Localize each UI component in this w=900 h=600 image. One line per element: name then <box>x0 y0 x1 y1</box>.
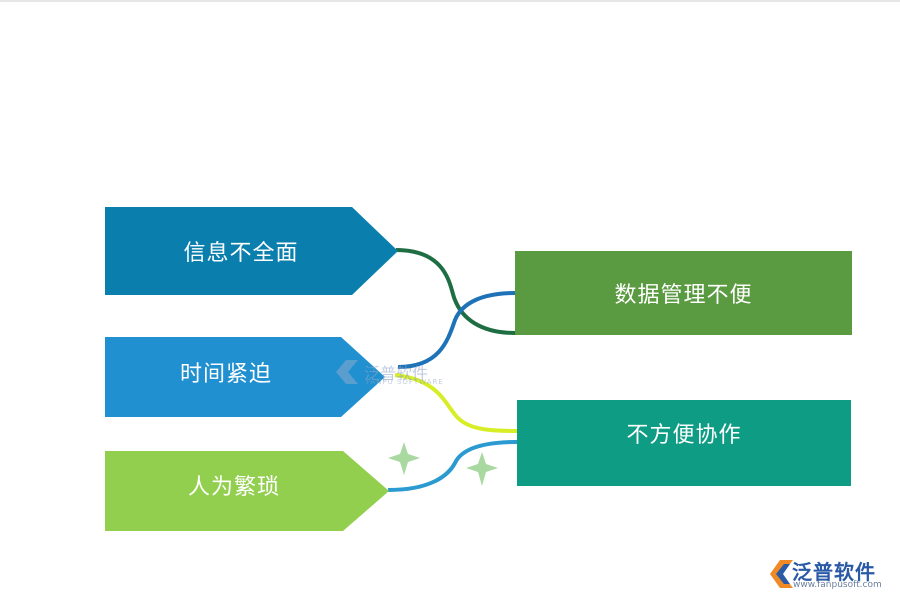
arrow-label-info: 信息不全面 <box>183 241 299 266</box>
arrow-shape-manual <box>105 451 389 531</box>
watermark-icon <box>336 360 358 384</box>
connector-curve-1 <box>395 248 516 335</box>
watermark-subtext: FANPU SOFTWARE <box>366 378 444 386</box>
logo-url: www.fanpusoft.com <box>793 580 882 590</box>
box-shape-collab <box>517 400 851 486</box>
box-label-data-mgmt: 数据管理不便 <box>614 283 753 308</box>
box-shape-data-mgmt <box>515 251 852 335</box>
box-label-collab: 不方便协作 <box>626 423 742 448</box>
arrow-shape-time <box>105 337 385 417</box>
watermark-text: 泛普软件 <box>364 364 429 383</box>
connector-curve-2 <box>397 291 516 369</box>
sparkle-star-1 <box>388 442 420 475</box>
connector-curve-3 <box>394 373 518 433</box>
arrow-label-time: 时间紧迫 <box>179 362 272 387</box>
logo-name: 泛普软件 <box>792 560 876 584</box>
arrow-label-manual: 人为繁琐 <box>187 475 280 500</box>
top-border-line <box>0 0 900 2</box>
sparkle-star-2 <box>466 452 498 486</box>
connector-curve-4 <box>387 440 518 492</box>
arrow-shape-info <box>105 207 398 295</box>
logo-icon <box>770 560 793 588</box>
